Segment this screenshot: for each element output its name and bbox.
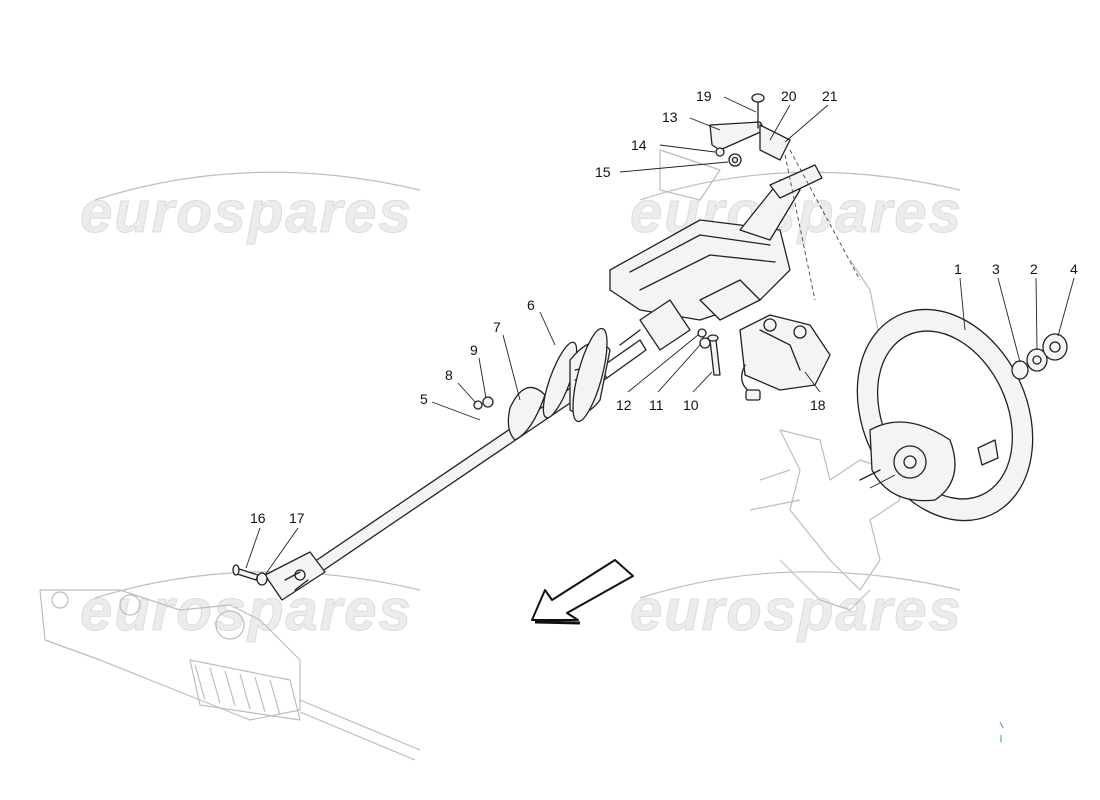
direction-arrow-icon [531,559,634,625]
callout-12: 12 [616,397,632,413]
callout-9: 9 [470,342,478,358]
callout-19: 19 [696,88,712,104]
scan-mark [999,721,1004,742]
steering-column-assembly [609,164,823,351]
callout-14: 14 [631,137,647,153]
callout-13: 13 [662,109,678,125]
watermark-swoosh-icon [94,171,421,201]
callout-21: 21 [822,88,838,104]
callout-6: 6 [527,297,535,313]
joint-bolt [232,564,268,586]
watermark-swoosh-icon [639,571,961,599]
callout-18: 18 [810,397,826,413]
firewall-gasket [507,327,611,441]
leader-lines [245,96,1075,576]
callout-20: 20 [781,88,797,104]
watermark-bottom-right: eurospares [630,578,963,643]
callout-7: 7 [493,319,501,335]
watermark-top-left: eurospares [80,180,413,245]
steering-rack [39,589,421,761]
callout-8: 8 [445,367,453,383]
watermark-bottom-left: eurospares [80,578,413,643]
callout-10: 10 [683,397,699,413]
callout-16: 16 [250,510,266,526]
callout-labels: 1 2 3 4 5 6 7 8 9 10 11 12 13 14 15 16 1… [250,88,1078,526]
universal-joint [264,551,326,601]
wheel-nut-set [1011,333,1068,380]
callout-5: 5 [420,391,428,407]
column-lock-motor [739,314,831,401]
watermark-swoosh-icon [94,571,421,599]
nut-and-washer [473,396,494,410]
steering-wheel [856,308,1034,522]
callout-11: 11 [649,397,664,413]
watermark-swoosh-icon [639,171,961,201]
upper-mounting-bracket [659,93,861,301]
callout-2: 2 [1030,261,1038,277]
callout-1: 1 [954,261,962,277]
callout-4: 4 [1070,261,1078,277]
callout-15: 15 [595,164,611,180]
callout-3: 3 [992,261,1000,277]
callout-17: 17 [289,510,305,526]
column-bolts [697,328,721,376]
